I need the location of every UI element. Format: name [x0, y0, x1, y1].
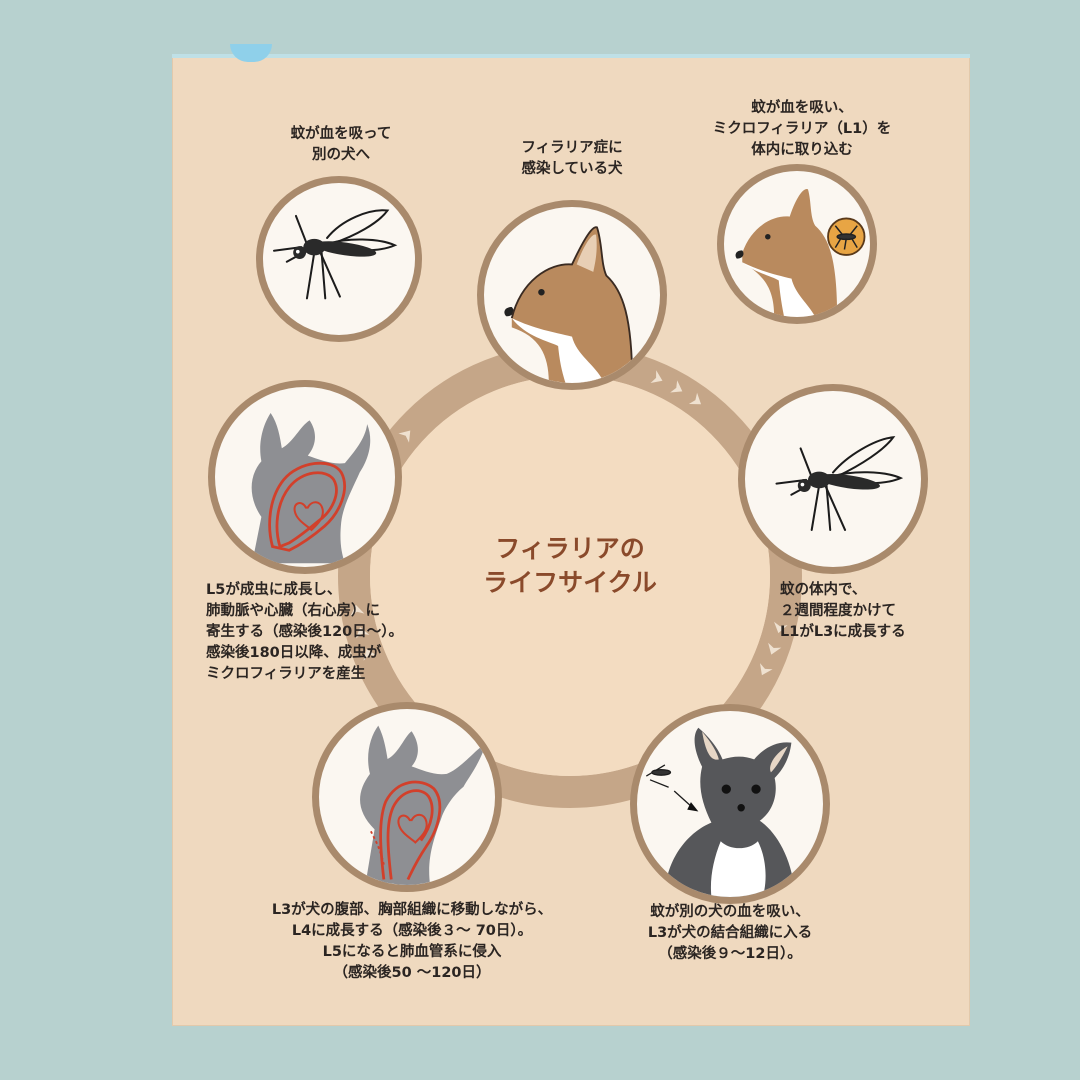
- circle-dog-mosquito: [717, 164, 877, 324]
- circle-adult-worm: [208, 380, 402, 574]
- title-line-1: フィラリアの: [448, 532, 692, 566]
- circle-next-dog: [630, 704, 830, 904]
- circle-infected-dog: [477, 200, 667, 390]
- caption-adult-worm: L5が成虫に成長し、 肺動脈や心臓（右心房）に 寄生する（感染後120日～）。 …: [206, 580, 446, 685]
- caption-mosquito-bites: 蚊が血を吸い、 ミクロフィラリア（L1）を 体内に取り込む: [682, 98, 922, 161]
- shiba-dog-icon: [484, 207, 660, 383]
- mosquito-icon: [745, 391, 921, 567]
- mosquito-icon: [263, 183, 415, 335]
- dog-silhouette-vessels-icon: [319, 709, 495, 885]
- caption-next-dog: 蚊が別の犬の血を吸い、 L3が犬の結合組織に入る （感染後９～12日）。: [610, 902, 850, 965]
- lifecycle-title: フィラリアの ライフサイクル: [448, 532, 692, 600]
- infographic-page: フィラリアの ライフサイクル フィラリア症に 感染している犬 蚊が血を吸い、 ミ…: [172, 54, 970, 1026]
- chihuahua-bitten-icon: [637, 711, 823, 897]
- caption-migration: L3が犬の腹部、胸部組織に移動しながら、 L4に成長する（感染後３～ 70日）。…: [212, 900, 612, 984]
- circle-mosquito-growth: [738, 384, 928, 574]
- circle-mosquito-transfer: [256, 176, 422, 342]
- caption-mosquito-transfer: 蚊が血を吸って 別の犬へ: [258, 124, 424, 166]
- caption-mosquito-growth: 蚊の体内で、 ２週間程度かけて L1がL3に成長する: [780, 580, 960, 643]
- title-line-2: ライフサイクル: [448, 566, 692, 600]
- circle-migration: [312, 702, 502, 892]
- caption-infected-dog: フィラリア症に 感染している犬: [472, 138, 672, 180]
- dog-silhouette-heart-icon: [215, 387, 395, 567]
- dog-with-mosquito-icon: [724, 171, 870, 317]
